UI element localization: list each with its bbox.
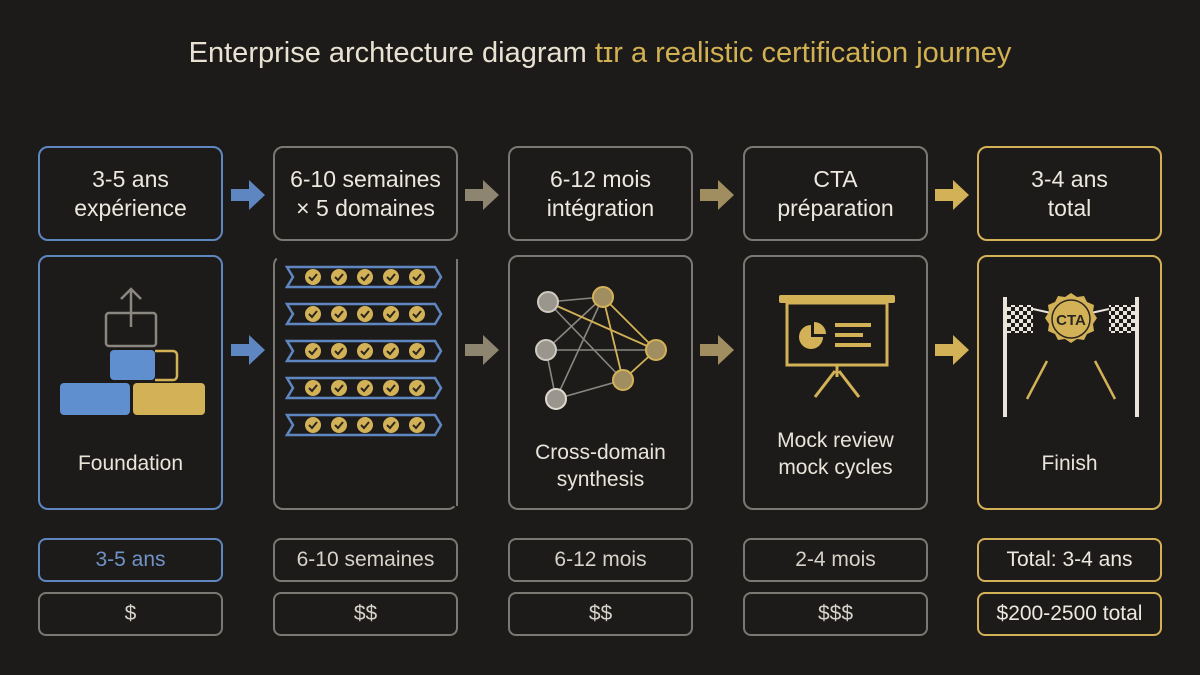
stage-1-card: Foundation xyxy=(38,255,223,510)
arrow-4-5-mid xyxy=(935,335,969,365)
badge-text: CTA xyxy=(1056,312,1086,329)
stage-3-cost: $$ xyxy=(508,592,693,636)
stage-5-header: 3-4 ans total xyxy=(977,146,1162,241)
stage-4-card: Mock review mock cycles xyxy=(743,255,928,510)
stage-4-cost: $$$ xyxy=(743,592,928,636)
title-part-1: Enterprise archtecture diagram xyxy=(188,37,595,69)
stage-4-label: Mock review mock cycles xyxy=(777,429,894,479)
presentation-board-icon xyxy=(779,295,895,398)
stage-3-header: 6-12 mois intégration xyxy=(508,146,693,241)
arrow-4-5-top xyxy=(935,180,969,210)
stage-2-card xyxy=(273,255,458,510)
stage-5-duration: Total: 3-4 ans xyxy=(977,538,1162,582)
arrow-2-3-mid xyxy=(465,335,499,365)
stage-3-duration: 6-12 mois xyxy=(508,538,693,582)
stage-5-card: CTA Finish xyxy=(977,255,1162,510)
stage-4-duration: 2-4 mois xyxy=(743,538,928,582)
stage-5-cost: $200-2500 total xyxy=(977,592,1162,636)
checklist-row xyxy=(285,265,443,289)
stage-1-header: 3-5 ans expérience xyxy=(38,146,223,241)
stage-2-header: 6-10 semaines × 5 domaines xyxy=(273,146,458,241)
arrow-3-4-mid xyxy=(700,335,734,365)
building-blocks-icon xyxy=(60,287,205,415)
arrow-1-2-mid xyxy=(231,335,265,365)
title-part-2: tɪr a realistic certification journey xyxy=(594,37,1012,69)
stage-3-label: Cross-domain synthesis xyxy=(535,441,666,491)
diagram-title: Enterprise archtecture diagram tɪr a rea… xyxy=(0,33,1200,73)
stage-2-card-right-edge xyxy=(456,259,458,506)
stage-5-label: Finish xyxy=(1041,452,1098,475)
network-graph-icon xyxy=(535,286,667,410)
arrow-3-4-top xyxy=(700,180,734,210)
stage-2-duration: 6-10 semaines xyxy=(273,538,458,582)
stage-1-label: Foundation xyxy=(77,452,184,475)
stage-2-cost: $$ xyxy=(273,592,458,636)
stage-4-header: CTA préparation xyxy=(743,146,928,241)
arrow-2-3-top xyxy=(465,180,499,210)
checklist-rows-icon xyxy=(285,265,443,437)
stage-1-cost: $ xyxy=(38,592,223,636)
stage-1-duration: 3-5 ans xyxy=(38,538,223,582)
arrow-1-2-top xyxy=(231,180,265,210)
stage-3-card: Cross-domain synthesis xyxy=(508,255,693,510)
finish-line-badge-icon: CTA xyxy=(1003,293,1139,417)
